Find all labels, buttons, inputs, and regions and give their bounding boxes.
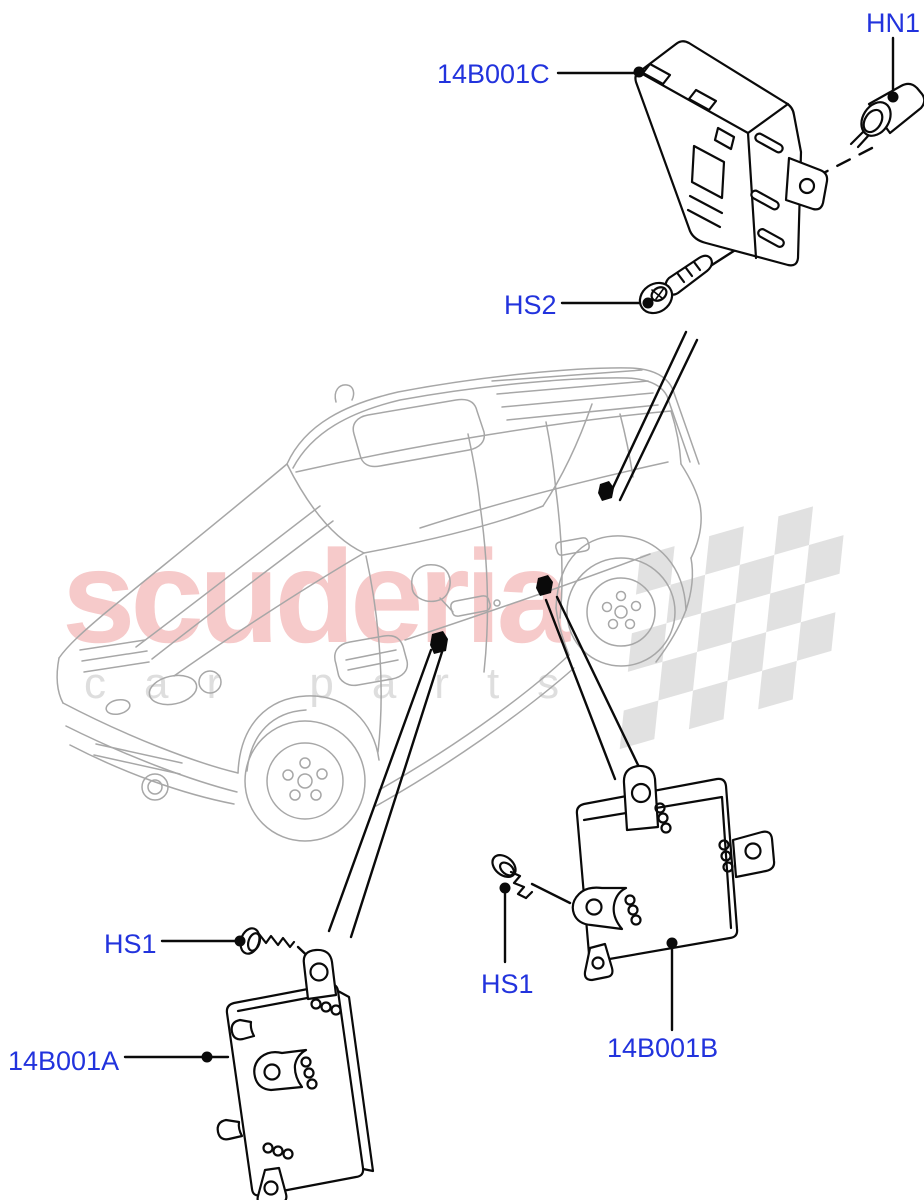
watermark-tagline-text: car parts xyxy=(84,659,597,708)
module-b-foot xyxy=(583,942,614,982)
fog-lamp xyxy=(141,773,169,801)
module-a-drawing xyxy=(216,948,375,1200)
rear-wheel xyxy=(566,557,676,667)
label-screw-hs1-mid: HS1 xyxy=(481,969,534,999)
label-nut-hn1: HN1 xyxy=(866,8,920,38)
front-door-handle xyxy=(450,595,491,617)
dot-module-a xyxy=(201,1051,213,1063)
nut-hn1-drawing xyxy=(849,82,924,149)
door-markers xyxy=(430,481,614,654)
module-c-bracket-hole xyxy=(798,177,816,195)
label-module-a: 14B001A xyxy=(8,1046,119,1076)
dot-module-b xyxy=(666,937,678,949)
mirror xyxy=(411,564,451,603)
dot-screw-hs2 xyxy=(642,297,654,309)
dot-nut-hn1 xyxy=(887,91,899,103)
rear-door-handle xyxy=(555,537,590,556)
module-b-left-bracket xyxy=(571,886,628,931)
leader-dots xyxy=(201,66,899,1063)
label-module-c: 14B001C xyxy=(437,59,550,89)
sunroof xyxy=(352,398,486,468)
module-c-drawing xyxy=(634,40,829,267)
label-module-b: 14B001B xyxy=(607,1033,718,1063)
headlight xyxy=(148,674,198,706)
badge xyxy=(105,698,131,716)
module-a-mid-hole xyxy=(263,1063,281,1081)
label-screw-hs1-left: HS1 xyxy=(104,929,157,959)
module-b-top-hole xyxy=(630,782,652,804)
front-wheel xyxy=(244,720,366,842)
dot-screw-hs1-mid xyxy=(499,882,511,894)
checkered-flag-graphic xyxy=(619,506,844,750)
module-b-drawing xyxy=(571,764,776,982)
module-c-bracket xyxy=(784,156,829,211)
vehicle-illustration xyxy=(56,367,702,842)
module-a-top-hole xyxy=(309,962,329,982)
antenna xyxy=(334,384,355,403)
module-b-left-hole xyxy=(585,898,603,916)
screw-hs1-mid-drawing xyxy=(491,854,534,900)
module-b-right-hole xyxy=(744,842,762,860)
grille xyxy=(79,639,150,673)
rear-door-marker xyxy=(536,575,553,596)
module-a-top-tab xyxy=(302,948,338,1001)
front-door-marker xyxy=(430,631,448,654)
watermark-brand-text: scuderia xyxy=(62,523,572,670)
headlight-round xyxy=(198,670,222,694)
fender-vent xyxy=(334,634,409,687)
module-b-top-tab xyxy=(622,764,660,832)
leader-lines xyxy=(123,36,895,1059)
module-b-right-tab xyxy=(731,830,776,879)
label-screw-hs2: HS2 xyxy=(504,290,557,320)
dot-module-c xyxy=(633,66,645,78)
dot-screw-hs1-left xyxy=(234,935,246,947)
screw-hs2-drawing xyxy=(638,254,713,315)
quarter-window-marker xyxy=(598,481,614,501)
screw-hs1-left-drawing xyxy=(239,927,296,955)
